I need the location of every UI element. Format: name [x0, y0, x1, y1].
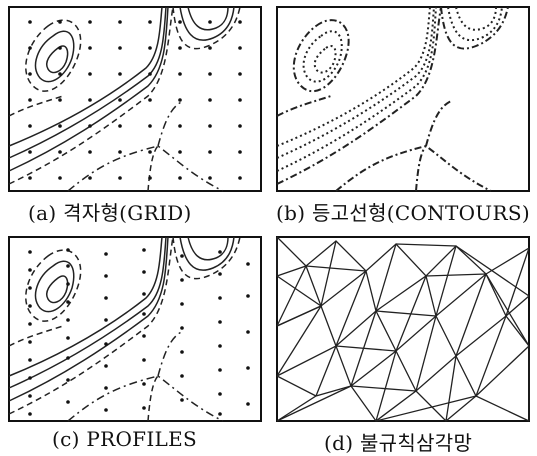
grid-points [28, 20, 242, 180]
caption-d: (d) 불규칙삼각망 [324, 431, 473, 455]
ridge-center [147, 145, 159, 192]
panel-border [276, 236, 530, 422]
hill-outer [25, 249, 82, 322]
ridge-center [147, 375, 159, 422]
hill-inner [313, 44, 337, 74]
profiles-figure [8, 236, 262, 422]
hill-inner [46, 275, 69, 304]
tin-figure [276, 236, 530, 422]
valley-line [8, 325, 64, 347]
contour-lines [8, 6, 241, 192]
ridge-center [415, 145, 427, 192]
caption-a: (a) 격자형(GRID) [28, 201, 192, 225]
ridge-dash [335, 144, 492, 192]
hill-outer [25, 19, 82, 92]
valley-line [276, 95, 332, 117]
panel-a-grid [8, 6, 262, 192]
caption-c: (c) PROFILES [52, 427, 198, 451]
contour-right-2 [455, 6, 497, 31]
contour-right-dash [172, 6, 241, 50]
contour-right-2 [187, 236, 229, 261]
contour-right-dash [440, 6, 509, 50]
panel-d-tin [276, 236, 530, 422]
ridge-dash-2 [157, 100, 184, 147]
contour-lines-dotted [276, 6, 509, 192]
hill-inner [46, 45, 69, 74]
contour-2 [8, 236, 167, 389]
caption-b: (b) 등고선형(CONTOURS) [276, 201, 530, 225]
contour-left-dash [276, 6, 442, 185]
contours-figure [276, 6, 530, 192]
contour-left-dash [8, 6, 174, 185]
contour-lines [8, 236, 241, 422]
contour-right-1 [179, 236, 235, 271]
grid-figure [8, 6, 262, 192]
hill-mid [302, 30, 343, 83]
contour-3 [8, 6, 163, 147]
contour-right-dash [172, 236, 241, 280]
valley-line [8, 95, 64, 117]
contour-1 [8, 236, 169, 402]
contour-right-2 [187, 6, 229, 31]
panel-c-profiles [8, 236, 262, 422]
profile-points [28, 248, 250, 416]
contour-1 [8, 6, 169, 172]
contour-3 [276, 6, 431, 147]
triangle-edges [276, 236, 530, 422]
contour-2 [8, 6, 167, 159]
hill-outer [292, 19, 350, 93]
contour-1 [276, 6, 437, 172]
ridge-dash-2 [157, 330, 184, 377]
ridge-dash [67, 145, 224, 192]
ridge-dash-2 [425, 100, 452, 147]
contour-2 [276, 6, 435, 159]
contour-3 [8, 236, 163, 377]
panel-border [276, 6, 530, 192]
contour-right-1 [179, 6, 235, 41]
panel-border [8, 236, 262, 422]
hill-mid [34, 30, 75, 83]
contour-left-dash [8, 236, 174, 415]
hill-mid [34, 260, 75, 313]
ridge-dash [67, 375, 224, 422]
panel-b-contours [276, 6, 530, 192]
panel-border [8, 6, 262, 192]
